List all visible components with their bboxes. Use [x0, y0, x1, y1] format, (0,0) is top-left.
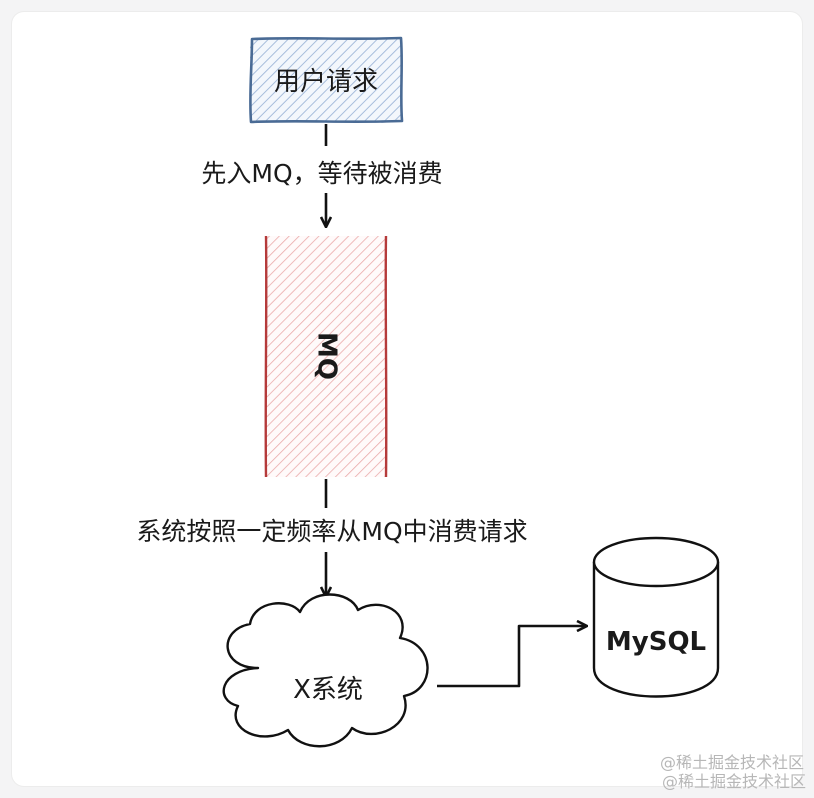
- edge-to-mq-label: 先入MQ，等待被消费: [201, 159, 442, 188]
- mq-node: MQ: [264, 235, 388, 478]
- x-system-cloud: X系统: [222, 593, 429, 748]
- watermark: @稀土掘金技术社区 @稀土掘金技术社区: [660, 753, 806, 791]
- x-system-label: X系统: [293, 675, 363, 705]
- edge-to-x-label: 系统按照一定频率从MQ中消费请求: [136, 517, 527, 546]
- user-request-node: 用户请求: [249, 36, 404, 124]
- edge-to-mq: 先入MQ，等待被消费: [201, 124, 443, 226]
- watermark-line-2: @稀土掘金技术社区: [662, 772, 806, 791]
- mq-label: MQ: [312, 332, 342, 380]
- watermark-line-1: @稀土掘金技术社区: [660, 753, 804, 772]
- edge-to-x: 系统按照一定频率从MQ中消费请求: [136, 479, 528, 596]
- mysql-cylinder: MySQL: [592, 536, 720, 698]
- user-request-label: 用户请求: [274, 67, 378, 97]
- arrow-to-mysql: [437, 626, 586, 688]
- mysql-label: MySQL: [606, 627, 706, 657]
